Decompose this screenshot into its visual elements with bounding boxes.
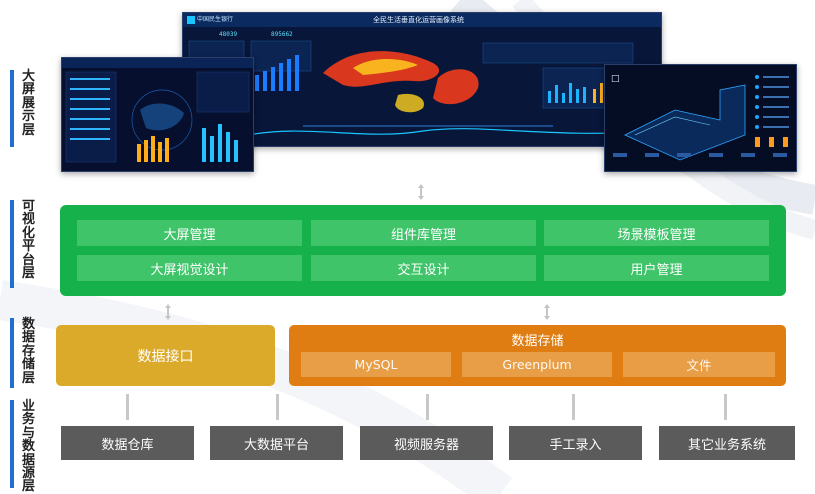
source-item-big-data-platform[interactable]: 大数据平台 [210, 426, 343, 460]
layer-platform-label: 可视化平台层 [22, 199, 36, 282]
layer-marker [10, 200, 14, 288]
visualization-platform-panel: 大屏管理 组件库管理 场景模板管理 大屏视觉设计 交互设计 用户管理 [60, 205, 786, 296]
data-storage-box: 数据存储 MySQL Greenplum 文件 [289, 325, 786, 386]
platform-item-user-management[interactable]: 用户管理 [544, 255, 769, 281]
double-arrow-icon [418, 184, 424, 200]
dashboard-screenshot-left [61, 57, 254, 172]
data-interface-label: 数据接口 [137, 348, 194, 365]
dashboard-right-graphic: □ [605, 65, 796, 171]
source-item-manual-entry[interactable]: 手工录入 [509, 426, 642, 460]
storage-item-file[interactable]: 文件 [623, 352, 775, 377]
source-item-video-server[interactable]: 视频服务器 [360, 426, 493, 460]
platform-item-visual-design[interactable]: 大屏视觉设计 [77, 255, 302, 281]
layer-storage-label: 数据存储层 [22, 317, 36, 386]
source-item-data-warehouse[interactable]: 数据仓库 [61, 426, 194, 460]
storage-item-mysql[interactable]: MySQL [301, 352, 451, 377]
platform-item-screen-management[interactable]: 大屏管理 [77, 220, 302, 246]
dashboard-main-stat-1: 48039 [219, 31, 238, 38]
layer-display-label: 大屏展示层 [22, 69, 36, 138]
storage-item-greenplum[interactable]: Greenplum [462, 352, 612, 377]
data-interface-box[interactable]: 数据接口 [56, 325, 275, 386]
dashboard-main-title: 全民生活垂直化运营画像系统 [373, 16, 464, 24]
layer-platform: 可视化平台层 [10, 200, 40, 288]
layer-source: 业务与数据源层 [10, 400, 40, 494]
layer-marker [10, 70, 14, 147]
source-item-other-systems[interactable]: 其它业务系统 [659, 426, 795, 460]
platform-item-scene-template[interactable]: 场景模板管理 [544, 220, 769, 246]
dashboard-main-graphic [183, 13, 661, 146]
connector-lines [126, 394, 727, 420]
layer-marker [10, 318, 14, 388]
double-arrow-icon [165, 304, 171, 320]
platform-item-interaction-design[interactable]: 交互设计 [311, 255, 536, 281]
layer-marker [10, 400, 14, 488]
dashboard-screenshot-main: 中国民生银行 全民生活垂直化运营画像系统 48039 895662 [182, 12, 662, 147]
dashboard-main-stat-2: 895662 [271, 31, 293, 38]
layer-display: 大屏展示层 [10, 70, 40, 147]
layer-source-label: 业务与数据源层 [22, 399, 36, 494]
dashboard-main-logo: 中国民生银行 [197, 16, 234, 23]
svg-text:□: □ [611, 74, 620, 84]
dashboard-left-graphic [62, 58, 253, 171]
double-arrow-icon [544, 304, 550, 320]
dashboard-screenshot-right: □ [604, 64, 797, 172]
data-storage-title: 数据存储 [511, 334, 564, 349]
layer-storage: 数据存储层 [10, 318, 40, 388]
platform-item-component-library[interactable]: 组件库管理 [311, 220, 536, 246]
